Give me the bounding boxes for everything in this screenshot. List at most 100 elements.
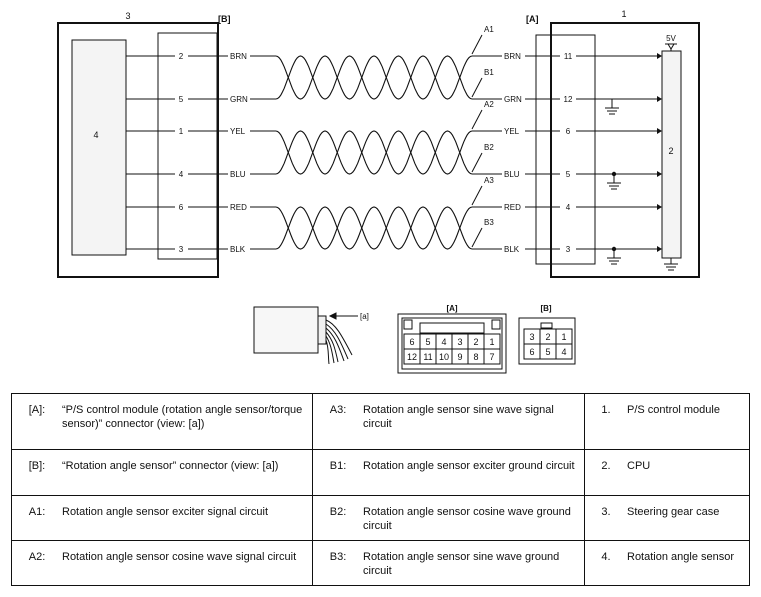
svg-text:2: 2 xyxy=(545,332,550,342)
legend-key: 4. xyxy=(601,550,611,563)
svg-text:2: 2 xyxy=(473,337,478,347)
svg-text:10: 10 xyxy=(439,352,449,362)
legend-key: B3: xyxy=(329,550,347,563)
legend-key: 1. xyxy=(601,404,611,416)
svg-text:5: 5 xyxy=(425,337,430,347)
legend-cell: A2:Rotation angle sensor cosine wave sig… xyxy=(11,539,313,587)
wire-color-left: BLK xyxy=(230,245,246,254)
svg-text:9: 9 xyxy=(457,352,462,362)
connector-a-pin-6: 6 xyxy=(566,127,571,136)
connector-a-pin-5: 5 xyxy=(566,170,571,179)
connector-b-face xyxy=(518,317,576,365)
connector-b-tag: [B] xyxy=(218,14,231,24)
connector-a-face xyxy=(397,313,507,374)
cpu-ground-icon xyxy=(664,258,678,271)
connector-a-cell-12: 12 xyxy=(403,348,421,365)
connector-a-view-tag: [A] xyxy=(446,304,457,313)
svg-text:5: 5 xyxy=(545,347,550,357)
legend-table: [A]:“P/S control module (rotation angle … xyxy=(11,392,750,587)
connector-b-cell-4: 4 xyxy=(555,343,573,360)
legend-text: CPU xyxy=(627,460,651,473)
connector-b-cell-1: 1 xyxy=(555,328,573,345)
wire-color-right: GRN xyxy=(504,95,522,104)
connector-b-pin-3: 3 xyxy=(179,245,184,254)
connector-a-cell-3: 3 xyxy=(451,333,469,350)
svg-text:12: 12 xyxy=(407,352,417,362)
legend-key: B2: xyxy=(329,505,347,518)
legend-text: Rotation angle sensor cosine wave signal… xyxy=(62,550,297,563)
circuit-label-a3: A3 xyxy=(484,176,494,185)
legend-key: [B]: xyxy=(28,460,46,473)
svg-text:3: 3 xyxy=(529,332,534,342)
legend-text: Rotation angle sensor exciter ground cir… xyxy=(363,460,575,473)
legend-text: Rotation angle sensor cosine wave ground… xyxy=(363,505,571,532)
legend-key: A3: xyxy=(329,404,347,416)
steering-gear-case-box xyxy=(57,22,219,278)
connector-a-body xyxy=(535,34,596,265)
svg-text:1: 1 xyxy=(489,337,494,347)
connector-a-cell-4: 4 xyxy=(435,333,453,350)
legend-key: B1: xyxy=(329,460,347,473)
svg-text:6: 6 xyxy=(409,337,414,347)
view-tag: [a] xyxy=(360,312,369,321)
connector-b-pin-6: 6 xyxy=(179,203,184,212)
svg-text:7: 7 xyxy=(489,352,494,362)
legend-text: “Rotation angle sensor” connector (view:… xyxy=(62,460,279,473)
connector-a-cell-2: 2 xyxy=(467,333,485,350)
legend-text: Rotation angle sensor xyxy=(627,550,735,563)
wire-color-right: YEL xyxy=(504,127,520,136)
ground-icon xyxy=(607,171,621,190)
ground-icon xyxy=(605,99,619,115)
legend-text: Rotation angle sensor exciter signal cir… xyxy=(62,505,269,518)
connector-b-cell-2: 2 xyxy=(539,328,557,345)
connector-b-pin-2: 2 xyxy=(179,52,184,61)
connector-a-cell-9: 9 xyxy=(451,348,469,365)
connector-a-cell-1: 1 xyxy=(483,333,501,350)
legend-cell: [B]: “Rotation angle sensor” connector (v… xyxy=(11,449,313,496)
wire-color-right: BLK xyxy=(504,245,520,254)
twisted-pairs xyxy=(275,55,473,250)
wire-color-left: BLU xyxy=(230,170,246,179)
connector-a-tag: [A] xyxy=(526,14,539,24)
legend-cell: B2: Rotation angle sensor cosine wave gro… xyxy=(312,494,585,541)
wire-color-right: BRN xyxy=(504,52,521,61)
legend-cell: B1: Rotation angle sensor exciter ground … xyxy=(312,449,585,496)
svg-text:1: 1 xyxy=(561,332,566,342)
connector-b-cell-5: 5 xyxy=(539,343,557,360)
wire-color-left: BRN xyxy=(230,52,247,61)
ps-control-module-box xyxy=(550,22,700,278)
connector-a-cell-10: 10 xyxy=(435,348,453,365)
module-number: 1 xyxy=(621,9,626,19)
connector-b-cell-6: 6 xyxy=(523,343,541,360)
circuit-label-a1: A1 xyxy=(484,25,494,34)
legend-key: A1: xyxy=(28,505,46,518)
harness-plug-illustration xyxy=(253,306,358,365)
supply-terminal-icon xyxy=(665,43,677,51)
ground-icon xyxy=(607,246,621,265)
wire-color-left: GRN xyxy=(230,95,248,104)
circuit-label-b1: B1 xyxy=(484,68,494,77)
wire-color-right: BLU xyxy=(504,170,520,179)
legend-text: Rotation angle sensor sine wave ground c… xyxy=(363,550,560,577)
connector-a-cell-7: 7 xyxy=(483,348,501,365)
connector-b-cell-3: 3 xyxy=(523,328,541,345)
wire-blu: 4 BLU BLU 5 B2 xyxy=(126,143,662,179)
wire-color-right: RED xyxy=(504,203,521,212)
legend-cell: A3: Rotation angle sensor sine wave signa… xyxy=(312,392,585,451)
circuit-label-b2: B2 xyxy=(484,143,494,152)
wire-color-left: YEL xyxy=(230,127,246,136)
legend-text: Rotation angle sensor sine wave signal c… xyxy=(363,404,554,430)
gear-case-number: 3 xyxy=(125,11,130,21)
connector-a-pin-4: 4 xyxy=(566,203,571,212)
legend-text: “P/S control module (rotation angle sens… xyxy=(62,404,303,430)
svg-text:11: 11 xyxy=(423,352,432,362)
connector-b-pin-4: 4 xyxy=(179,170,184,179)
svg-text:8: 8 xyxy=(473,352,478,362)
connector-a-cell-8: 8 xyxy=(467,348,485,365)
